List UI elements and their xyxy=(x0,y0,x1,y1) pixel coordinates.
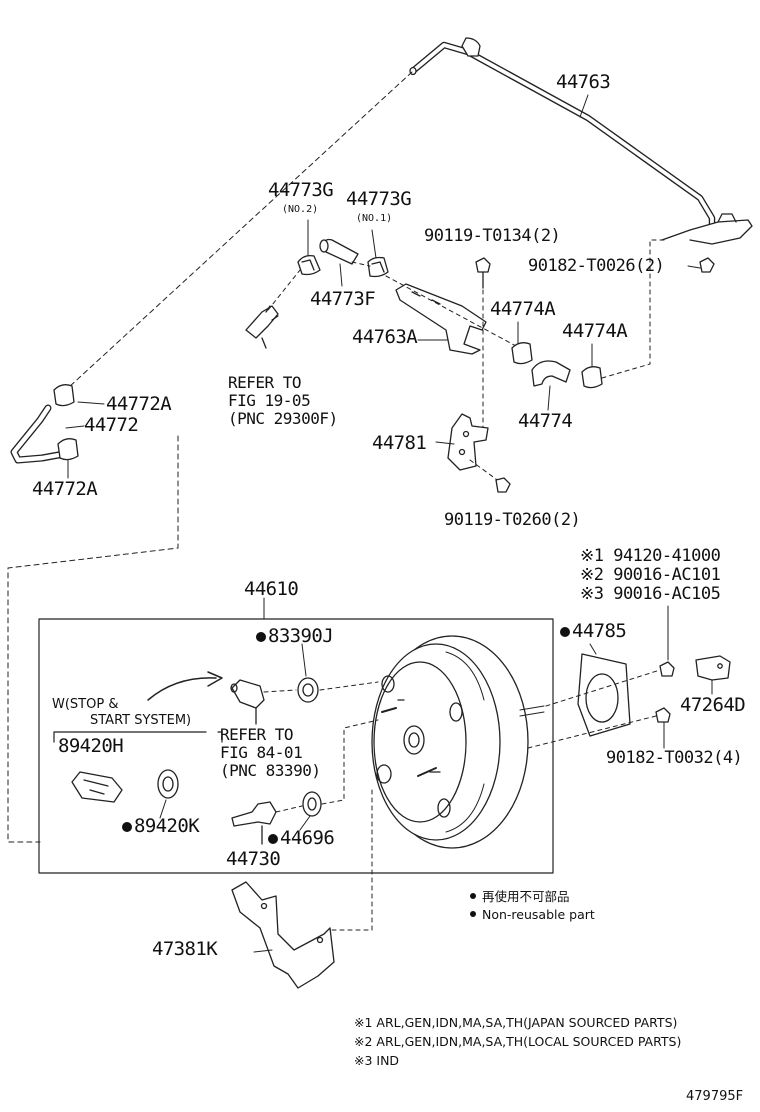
footnote-2: ※2 ARL,GEN,IDN,MA,SA,TH(LOCAL SOURCED PA… xyxy=(354,1034,682,1049)
part-label-89420h: 89420H xyxy=(58,735,124,757)
variant-label-stop-start-2: START SYSTEM) xyxy=(90,713,192,728)
legend-dot-icon xyxy=(470,893,476,899)
variant-label-stop-start-1: W(STOP & xyxy=(52,697,119,712)
bracket-47264d xyxy=(695,655,731,681)
assembly-box-44610 xyxy=(38,618,554,874)
part-label-83390j: 83390J xyxy=(256,627,334,646)
part-label-44730: 44730 xyxy=(226,848,281,870)
part-label-90182-t0032: 90182-T0032(4) xyxy=(606,748,743,768)
footnote-3: ※3 IND xyxy=(354,1053,400,1068)
part-label-44774: 44774 xyxy=(518,410,573,432)
part-label-44696: 44696 xyxy=(268,829,335,848)
part-label-44774a-left: 44774A xyxy=(490,298,556,320)
hose-44773f xyxy=(319,238,359,265)
figure-id: 479795F xyxy=(686,1089,744,1104)
vacuum-pipe-44763 xyxy=(409,37,753,245)
brake-booster-44610 xyxy=(371,635,545,849)
legend-non-reusable-jp: 再使用不可部品 xyxy=(470,890,570,904)
hose-44774 xyxy=(531,360,571,387)
clip-44772a-bottom xyxy=(57,438,79,461)
note-90016-ac101: ※2 90016-AC101 xyxy=(580,565,721,585)
grommet-44696 xyxy=(302,791,322,817)
part-label-44763: 44763 xyxy=(556,71,611,93)
nut-90182-t0026 xyxy=(699,257,715,273)
nut-90182-t0032 xyxy=(655,707,671,723)
legend-dot-icon xyxy=(470,911,476,917)
note-94120-41000: ※1 94120-41000 xyxy=(580,546,721,566)
part-label-44763a: 44763A xyxy=(352,326,418,348)
part-label-90119-t0260: 90119-T0260(2) xyxy=(444,510,581,530)
non-reusable-mark xyxy=(268,834,278,844)
refer-fig-84-01: REFER TO FIG 84-01 (PNC 83390) xyxy=(220,725,321,780)
part-label-44773f: 44773F xyxy=(310,288,376,310)
clip-44773g-no1 xyxy=(367,256,389,278)
part-note-no2: (NO.2) xyxy=(282,204,319,215)
part-label-47381k: 47381K xyxy=(152,938,218,960)
part-label-44773g-no2: 44773G xyxy=(268,179,334,201)
bracket-44763a xyxy=(395,283,487,355)
clip-44772a-top xyxy=(53,384,75,407)
part-label-90119-t0134: 90119-T0134(2) xyxy=(424,226,561,246)
part-label-44781: 44781 xyxy=(372,432,427,454)
switch-ref-83390 xyxy=(230,679,265,725)
bracket-47381k xyxy=(231,881,335,989)
grommet-83390j xyxy=(297,677,319,703)
clip-44774a-right xyxy=(581,366,603,389)
non-reusable-mark xyxy=(256,632,266,642)
part-label-44773g-no1: 44773G xyxy=(346,188,412,210)
clip-44773g-no2 xyxy=(297,254,321,276)
part-label-44772: 44772 xyxy=(84,414,139,436)
part-label-89420k: 89420K xyxy=(122,817,200,836)
refer-fig-19-05: REFER TO FIG 19-05 (PNC 29300F) xyxy=(228,373,338,428)
nut-94120 xyxy=(659,661,675,677)
sensor-89420h xyxy=(71,771,123,803)
legend-non-reusable-en: Non-reusable part xyxy=(470,908,595,922)
non-reusable-mark xyxy=(122,822,132,832)
part-label-44772a-top: 44772A xyxy=(106,393,172,415)
hose-44772 xyxy=(10,404,68,464)
part-label-47264d: 47264D xyxy=(680,694,746,716)
grommet-89420k xyxy=(157,769,179,799)
gasket-44785 xyxy=(577,653,631,737)
note-90016-ac105: ※3 90016-AC105 xyxy=(580,584,721,604)
bolt-90119-t0134 xyxy=(475,257,491,289)
part-label-44785: 44785 xyxy=(560,622,627,641)
part-label-44774a-right: 44774A xyxy=(562,320,628,342)
part-label-44610: 44610 xyxy=(244,578,299,600)
footnote-1: ※1 ARL,GEN,IDN,MA,SA,TH(JAPAN SOURCED PA… xyxy=(354,1015,678,1030)
part-label-44772a-bottom: 44772A xyxy=(32,478,98,500)
bolt-90119-t0260 xyxy=(495,477,511,493)
part-note-no1: (NO.1) xyxy=(356,213,393,224)
non-reusable-mark xyxy=(560,627,570,637)
connector-ref-29300f xyxy=(245,305,279,349)
bracket-44781 xyxy=(447,413,489,471)
part-label-90182-t0026: 90182-T0026(2) xyxy=(528,256,665,276)
clip-44774a-left xyxy=(511,342,533,365)
